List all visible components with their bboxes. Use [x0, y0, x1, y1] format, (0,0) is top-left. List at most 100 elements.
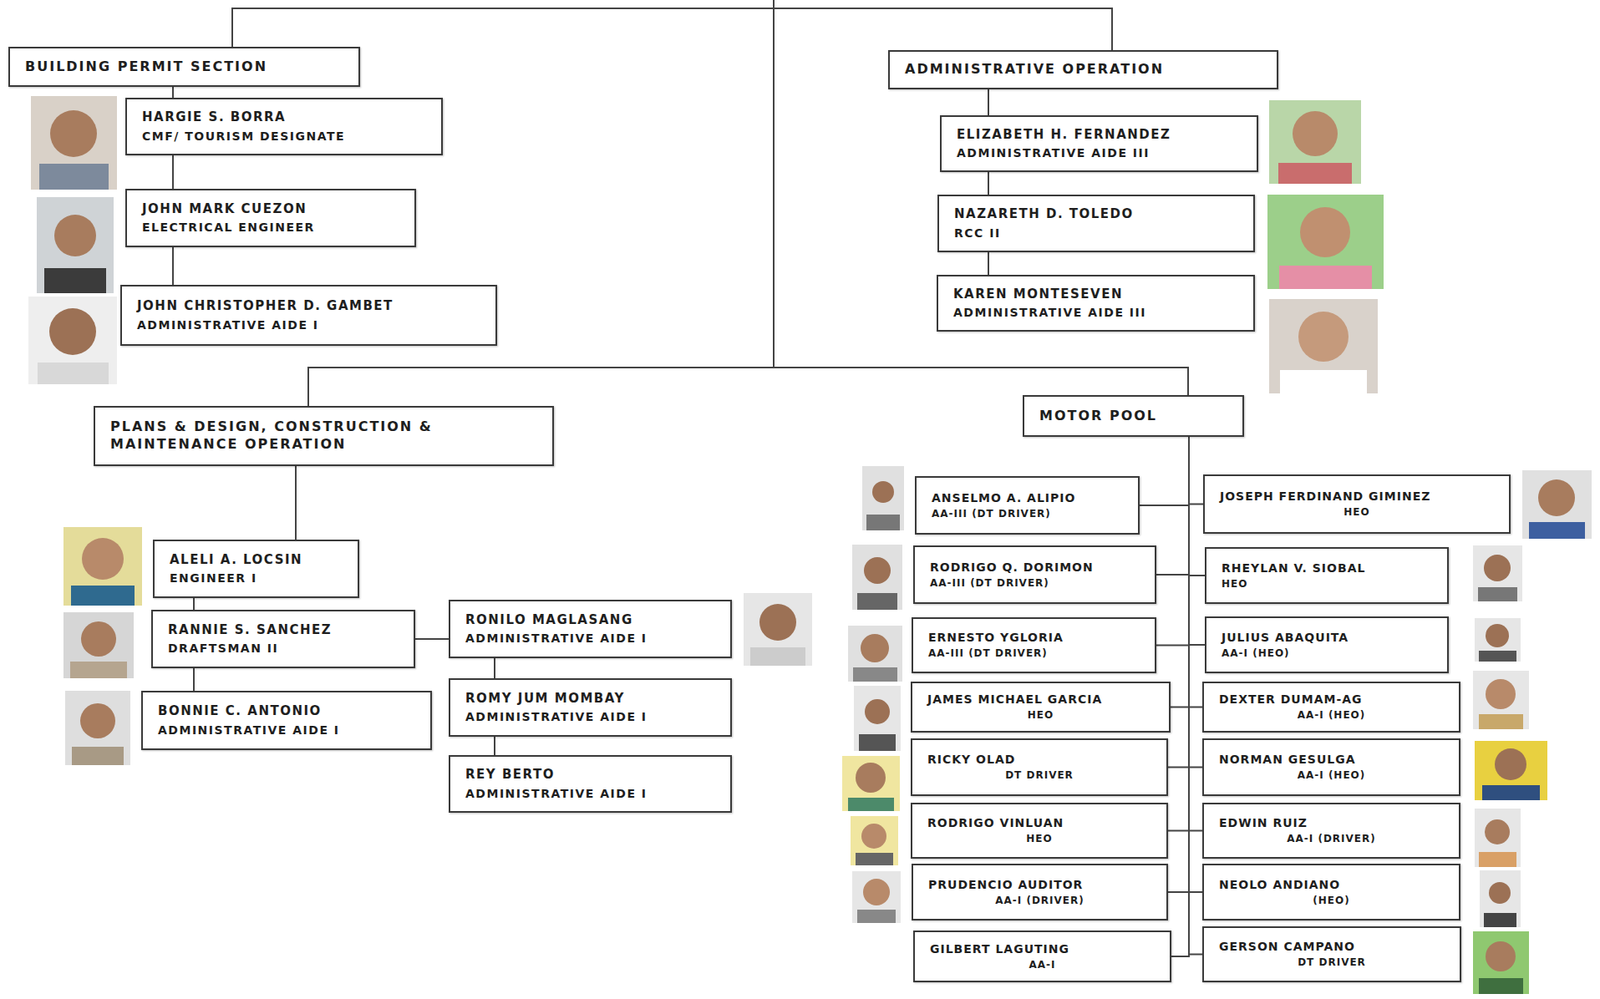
person-box: NEOLO ANDIANO(HEO) — [1202, 863, 1461, 921]
section-title: PLANS & DESIGN, CONSTRUCTION & MAINTENAN… — [110, 418, 538, 454]
job-title: AA-I — [929, 959, 1155, 973]
photo — [1269, 299, 1378, 394]
photo — [63, 527, 143, 606]
connector-line — [987, 172, 990, 195]
person-box: NORMAN GESULGAAA-I (HEO) — [1202, 738, 1461, 797]
connector-line — [1188, 436, 1203, 955]
person-name: GERSON CAMPANO — [1219, 939, 1445, 955]
photos — [28, 96, 1592, 995]
connector-line — [172, 247, 174, 285]
photo — [1474, 741, 1548, 801]
person-box: GERSON CAMPANODT DRIVER — [1202, 926, 1462, 983]
person-name: NEOLO ANDIANO — [1219, 877, 1444, 893]
person-name: RHEYLAN V. SIOBAL — [1221, 560, 1433, 576]
photo — [852, 871, 901, 924]
person-name: EDWIN RUIZ — [1219, 815, 1444, 831]
job-title: ADMINISTRATIVE AIDE III — [953, 304, 1239, 320]
job-title: HEO — [1219, 506, 1494, 520]
person-box: HARGIE S. BORRACMF/ TOURISM DESIGNATE — [125, 97, 443, 156]
photo — [862, 466, 905, 531]
photo — [852, 544, 903, 610]
person-box: JOHN CHRISTOPHER D. GAMBETADMINISTRATIVE… — [120, 284, 498, 346]
photo — [853, 685, 901, 752]
person-box: BONNIE C. ANTONIOADMINISTRATIVE AIDE I — [141, 690, 432, 751]
connector-line — [987, 252, 990, 275]
job-title: DT DRIVER — [1219, 956, 1445, 971]
job-title: ENGINEER I — [169, 570, 343, 586]
person-name: ROMY JUM MOMBAY — [465, 690, 716, 708]
section-header: PLANS & DESIGN, CONSTRUCTION & MAINTENAN… — [93, 406, 554, 467]
person-box: REY BERTOADMINISTRATIVE AIDE I — [448, 755, 732, 813]
photo — [63, 612, 134, 679]
person-name: RICKY OLAD — [927, 751, 1152, 767]
person-box: RODRIGO Q. DORIMONAA-III (DT DRIVER) — [913, 545, 1157, 605]
job-title: AA-I (DRIVER) — [928, 894, 1152, 909]
job-title: HEO — [1221, 578, 1433, 592]
section-header: MOTOR POOL — [1022, 395, 1245, 437]
connector-line — [172, 155, 174, 189]
person-box: RODRIGO VINLUANHEO — [910, 802, 1169, 859]
person-box: ROMY JUM MOMBAYADMINISTRATIVE AIDE I — [448, 678, 732, 737]
person-box: PRUDENCIO AUDITORAA-I (DRIVER) — [911, 863, 1169, 921]
connector-line — [493, 736, 496, 756]
job-title: AA-III (DT DRIVER) — [931, 507, 1123, 522]
person-name: KAREN MONTESEVEN — [953, 286, 1239, 304]
connector-line — [1188, 436, 1203, 893]
photo — [1269, 100, 1362, 184]
person-name: GILBERT LAGUTING — [929, 941, 1155, 957]
connector-line — [1188, 436, 1205, 646]
photo — [36, 197, 114, 294]
person-name: JULIUS ABAQUITA — [1221, 629, 1433, 646]
person-name: JOSEPH FERDINAND GIMINEZ — [1219, 488, 1494, 504]
job-title: AA-I (DRIVER) — [1219, 833, 1444, 847]
photo — [1267, 194, 1384, 290]
photo — [1479, 870, 1521, 928]
connector-line — [1168, 436, 1189, 893]
person-name: JOHN MARK CUEZON — [142, 201, 400, 219]
photo — [65, 690, 131, 766]
person-name: ELIZABETH H. FERNANDEZ — [956, 126, 1242, 144]
section-title: BUILDING PERMIT SECTION — [25, 58, 344, 77]
person-box: GILBERT LAGUTING AA-I — [913, 930, 1172, 983]
connector-line — [232, 8, 1113, 51]
connector-line — [193, 668, 195, 691]
person-box: JAMES MICHAEL GARCIAHEO — [910, 681, 1171, 733]
photo — [1474, 618, 1521, 662]
person-box: RICKY OLADDT DRIVER — [910, 738, 1169, 797]
person-box: NAZARETH D. TOLEDORCC II — [937, 194, 1255, 253]
connector-line — [1139, 436, 1189, 506]
job-title: ADMINISTRATIVE AIDE III — [956, 145, 1242, 161]
section-header: BUILDING PERMIT SECTION — [8, 46, 361, 87]
job-title: CMF/ TOURISM DESIGNATE — [142, 128, 427, 144]
person-box: JOHN MARK CUEZONELECTRICAL ENGINEER — [125, 188, 417, 248]
photo — [1474, 808, 1521, 868]
person-name: ANSELMO A. ALIPIO — [931, 490, 1123, 506]
connector-line — [493, 658, 496, 679]
connector-line — [1156, 436, 1189, 646]
person-box: KAREN MONTESEVENADMINISTRATIVE AIDE III — [936, 274, 1255, 332]
person-box: JULIUS ABAQUITAAA-I (HEO) — [1204, 616, 1449, 674]
connector-line — [1170, 436, 1189, 708]
person-name: HARGIE S. BORRA — [142, 109, 427, 127]
person-name: RANNIE S. SANCHEZ — [167, 622, 399, 640]
person-box: ALELI A. LOCSINENGINEER I — [152, 539, 360, 599]
person-name: NORMAN GESULGA — [1219, 751, 1444, 767]
connector-line — [1171, 436, 1189, 957]
person-box: JOSEPH FERDINAND GIMINEZ HEO — [1203, 474, 1511, 534]
person-name: ALELI A. LOCSIN — [169, 552, 343, 569]
job-title: RCC II — [954, 225, 1239, 241]
person-name: RODRIGO VINLUAN — [927, 815, 1152, 831]
person-name: BONNIE C. ANTONIO — [157, 703, 416, 721]
job-title: ADMINISTRATIVE AIDE I — [465, 786, 716, 802]
job-title: ADMINISTRATIVE AIDE I — [465, 709, 716, 725]
connector-line — [1188, 436, 1203, 768]
job-title: ELECTRICAL ENGINEER — [142, 219, 400, 235]
connector-line — [987, 89, 990, 116]
photo — [1522, 470, 1592, 539]
photo — [28, 296, 117, 385]
connector-line — [172, 86, 174, 98]
person-box: ERNESTO YGLORIAAA-III (DT DRIVER) — [911, 617, 1157, 674]
photo — [848, 625, 903, 682]
person-name: JOHN CHRISTOPHER D. GAMBET — [137, 298, 481, 315]
connector-line — [294, 466, 297, 540]
